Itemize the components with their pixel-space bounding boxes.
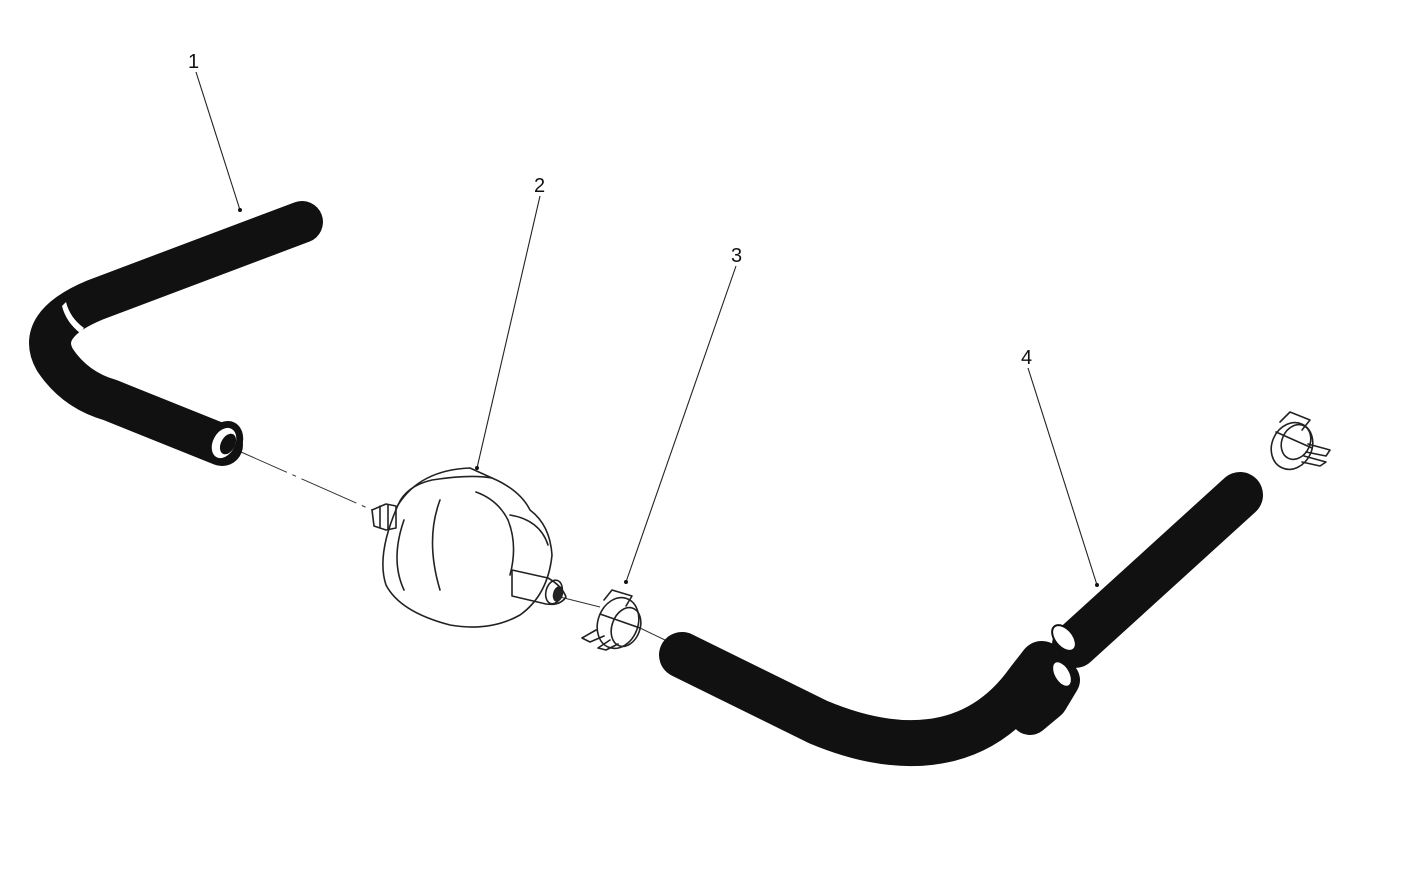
assembly-center-line-3	[639, 627, 666, 641]
leader-line-3	[625, 265, 737, 583]
leader-dot-3	[624, 580, 628, 584]
callout-label-3: 3	[731, 245, 742, 267]
leader-line-2	[476, 195, 541, 469]
hose-clamp-4	[1270, 411, 1331, 471]
leader-dot-2	[475, 466, 479, 470]
callout-label-4: 4	[1021, 347, 1032, 369]
hose-clamp-3	[581, 589, 642, 651]
leader-line-4	[1027, 367, 1098, 586]
hose-1	[29, 201, 323, 466]
callout-label-1: 1	[188, 51, 199, 73]
inline-filter	[371, 467, 567, 628]
leader-dot-1	[238, 208, 242, 212]
hose-4	[659, 472, 1263, 767]
callout-label-2: 2	[534, 175, 545, 197]
leader-dot-4	[1095, 583, 1099, 587]
assembly-center-line	[231, 447, 373, 511]
leader-line-1	[195, 71, 241, 211]
assembly-center-line-2	[559, 596, 601, 608]
